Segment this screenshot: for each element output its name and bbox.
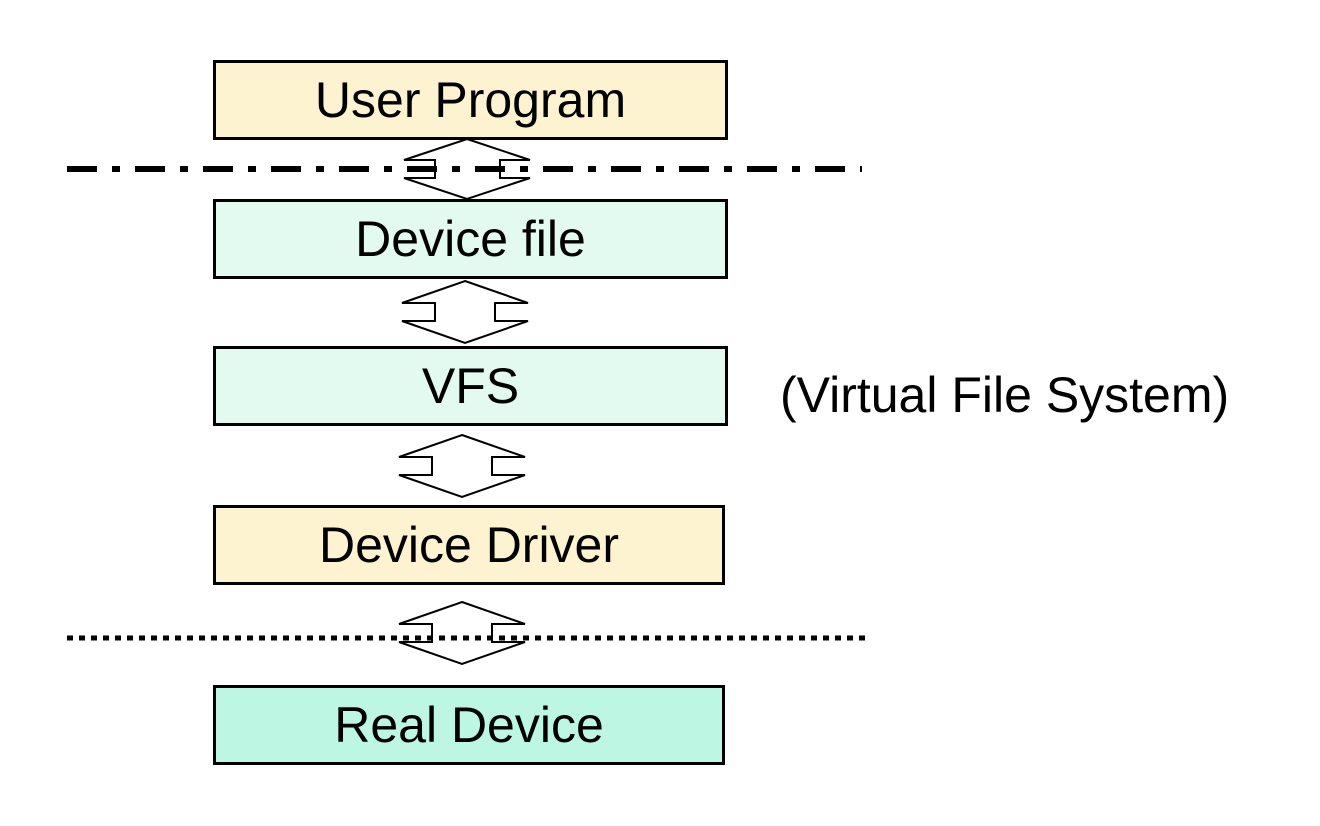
layer-label: User Program xyxy=(314,72,627,128)
double-arrow-icon xyxy=(403,137,531,201)
double-arrow-icon xyxy=(398,433,526,499)
layer-label: Device Driver xyxy=(318,517,620,573)
layer-label: Device file xyxy=(355,211,586,267)
layer-vfs: VFS xyxy=(213,346,728,426)
double-arrow-icon xyxy=(398,600,526,666)
layer-device-file: Device file xyxy=(213,199,728,279)
vfs-annotation: (Virtual File System) xyxy=(780,367,1230,423)
double-arrow-icon xyxy=(401,279,529,345)
layer-user-program: User Program xyxy=(213,60,728,140)
layer-device-driver: Device Driver xyxy=(213,505,725,585)
layer-label: Real Device xyxy=(334,697,604,753)
layer-label: VFS xyxy=(421,358,520,414)
layer-real-device: Real Device xyxy=(213,685,725,765)
